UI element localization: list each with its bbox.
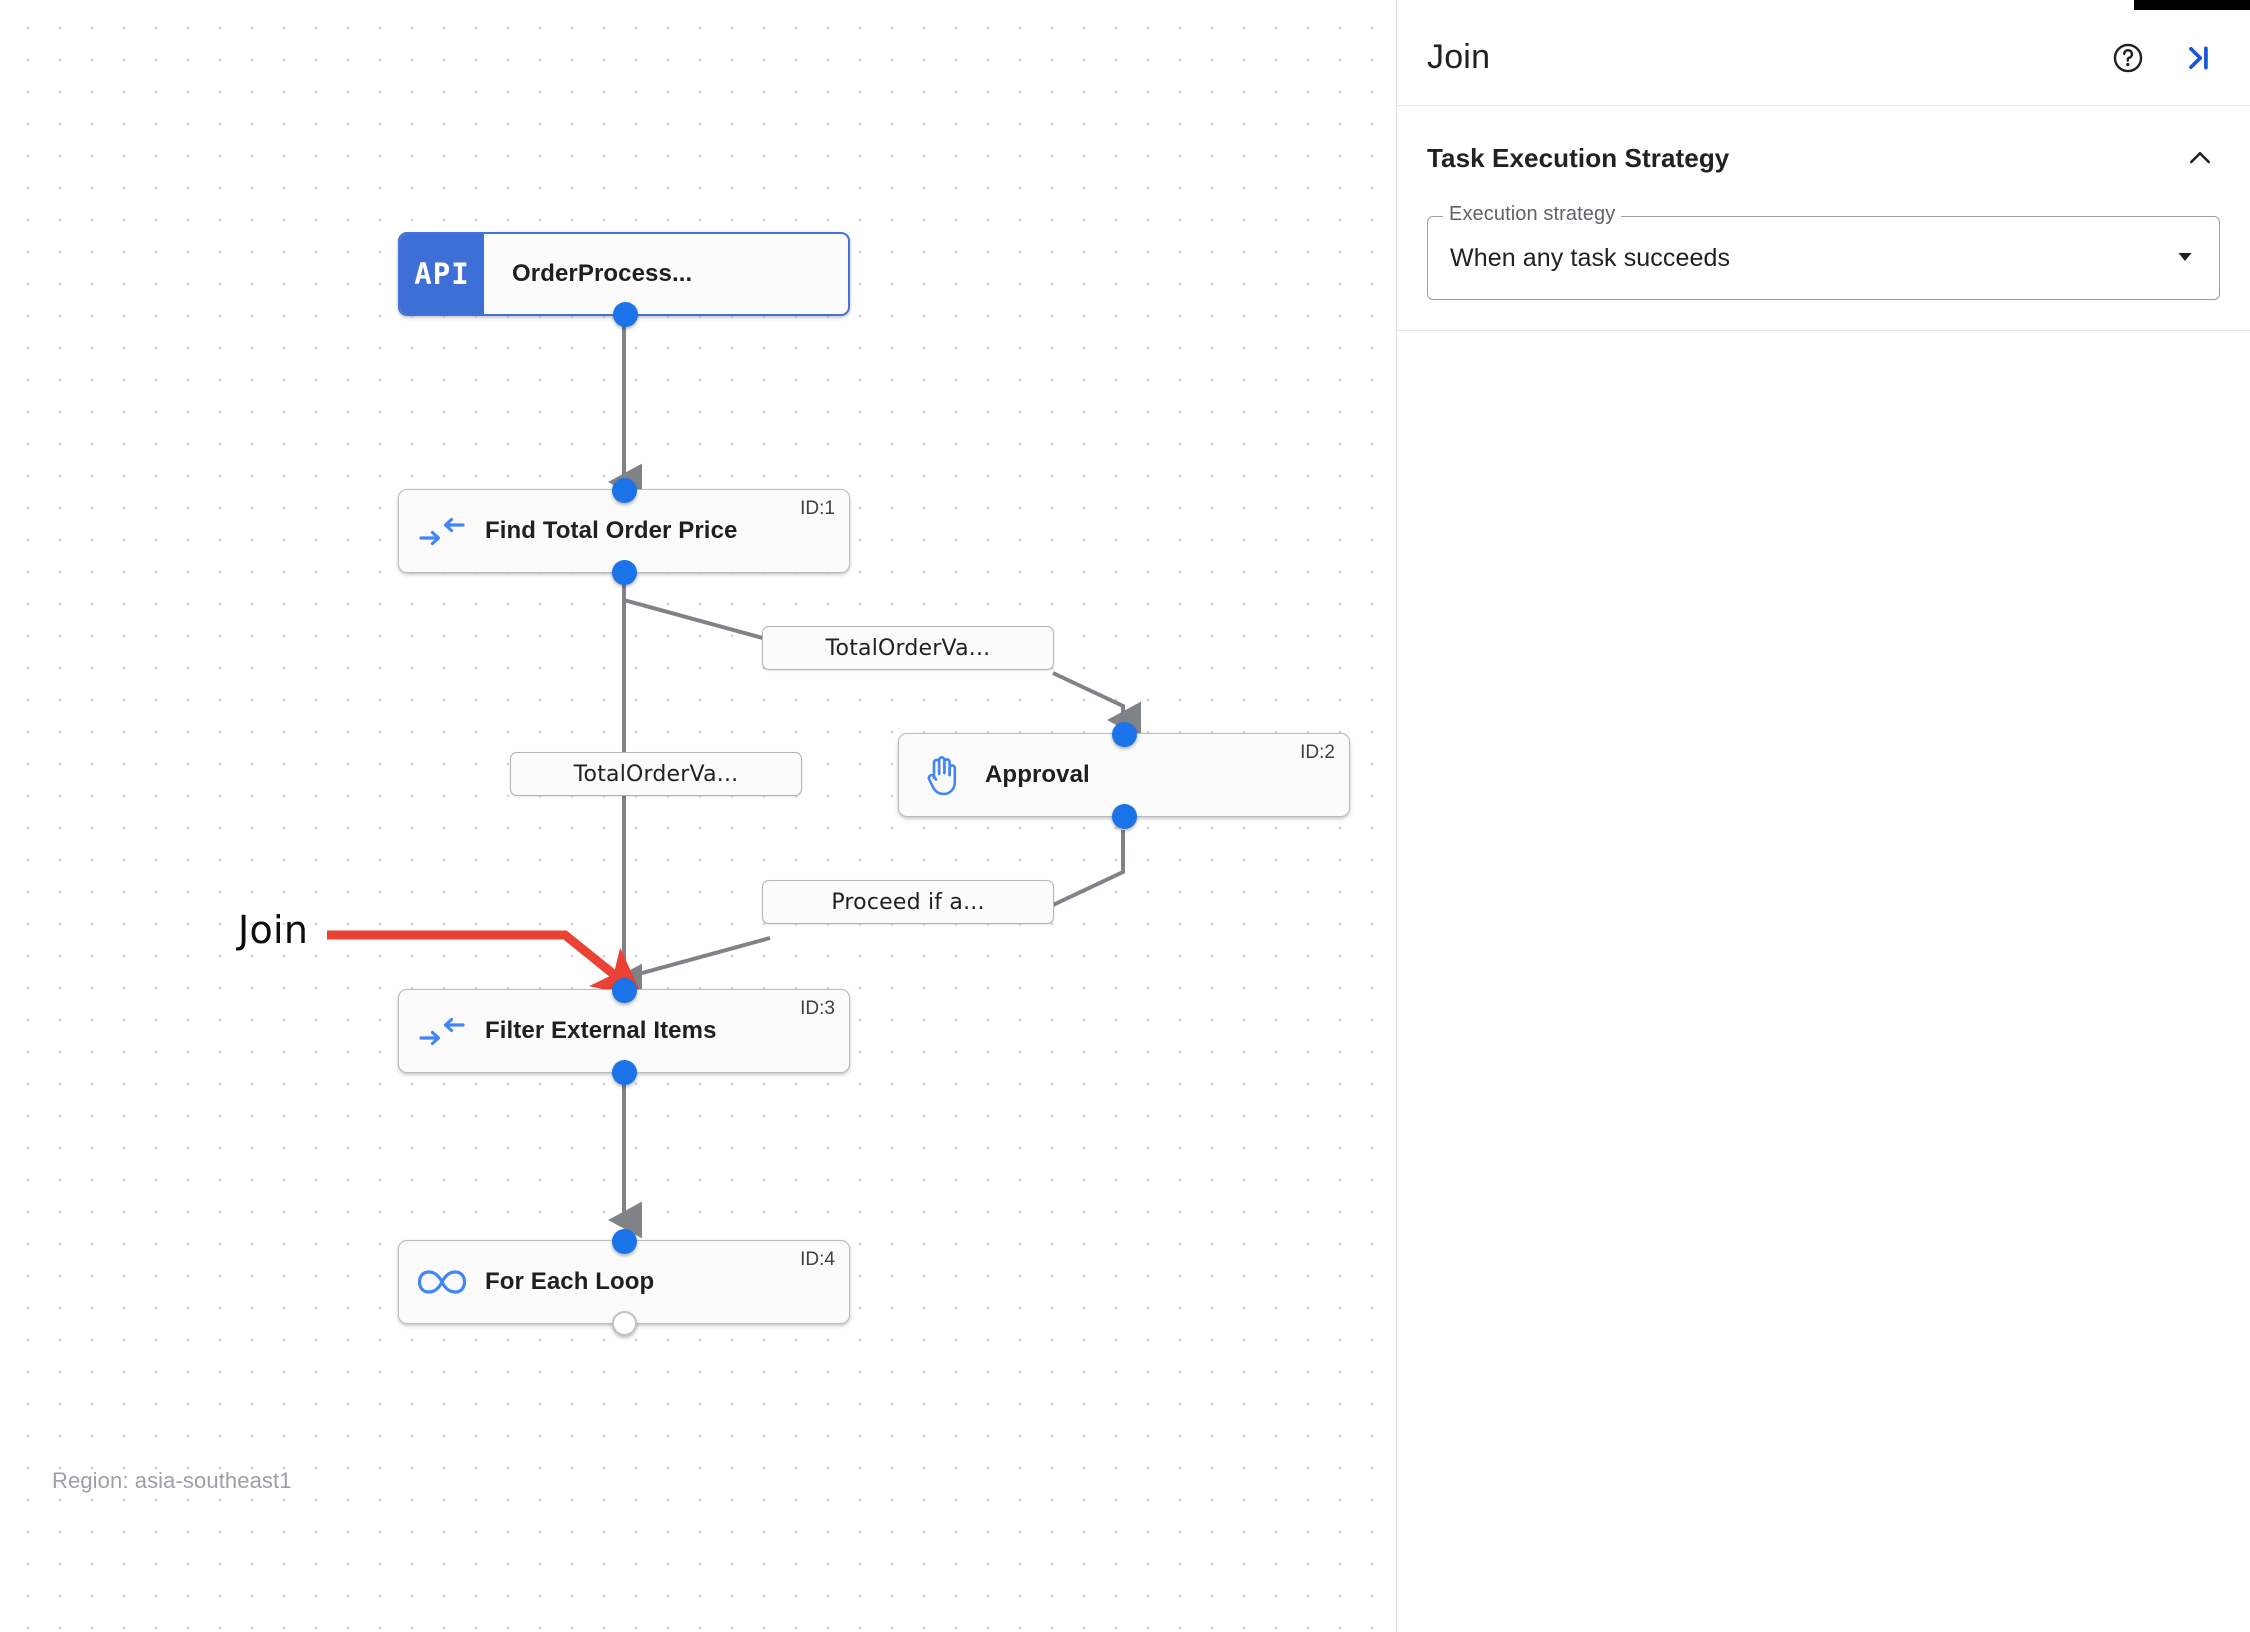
- browser-chrome-strip: [2134, 0, 2250, 10]
- panel-top-spacer: [1397, 0, 2250, 10]
- node-output-connector[interactable]: [613, 302, 638, 327]
- collapse-panel-icon[interactable]: [2172, 32, 2224, 84]
- edge-label-proceed-if-approved[interactable]: Proceed if a...: [762, 880, 1054, 924]
- node-id-badge: ID:1: [800, 498, 835, 519]
- edge-task1-label1: [622, 573, 771, 642]
- node-input-connector[interactable]: [612, 978, 637, 1003]
- node-title: OrderProcess...: [512, 260, 693, 287]
- node-approval[interactable]: Approval ID:2: [898, 722, 1350, 829]
- panel-header: Join: [1397, 10, 2250, 106]
- edge-label3-task3: [623, 936, 771, 980]
- merge-arrows-icon: [399, 1016, 485, 1046]
- section-header[interactable]: Task Execution Strategy: [1427, 138, 2220, 178]
- annotation-label: Join: [238, 908, 309, 952]
- node-filter-external-items[interactable]: Filter External Items ID:3: [398, 978, 850, 1085]
- infinity-loop-icon: [399, 1268, 485, 1296]
- node-output-connector[interactable]: [1112, 804, 1137, 829]
- node-id-badge: ID:2: [1300, 742, 1335, 763]
- hand-raised-icon: [899, 754, 985, 796]
- node-for-each-loop[interactable]: For Each Loop ID:4: [398, 1229, 850, 1336]
- edge-label-total-order-value-branch[interactable]: TotalOrderVa...: [762, 626, 1054, 670]
- node-order-process-trigger[interactable]: API OrderProcess...: [398, 232, 850, 327]
- node-output-connector[interactable]: [612, 560, 637, 585]
- node-find-total-order-price[interactable]: Find Total Order Price ID:1: [398, 478, 850, 585]
- node-id-badge: ID:4: [800, 1249, 835, 1270]
- edge-task2-label3: [1052, 830, 1125, 907]
- node-input-connector[interactable]: [612, 478, 637, 503]
- merge-arrows-icon: [399, 516, 485, 546]
- caret-down-icon[interactable]: [2173, 244, 2197, 272]
- help-circle-icon[interactable]: [2102, 32, 2154, 84]
- edge-label-total-order-value-main[interactable]: TotalOrderVa...: [510, 752, 802, 796]
- node-output-connector[interactable]: [612, 1060, 637, 1085]
- chevron-up-icon[interactable]: [2180, 138, 2220, 178]
- node-id-badge: ID:3: [800, 998, 835, 1019]
- execution-strategy-field: Execution strategy When any task succeed…: [1427, 203, 2220, 300]
- node-title: Find Total Order Price: [485, 517, 738, 544]
- node-loop-output-connector[interactable]: [612, 1311, 637, 1336]
- execution-strategy-label: Execution strategy: [1443, 203, 1622, 226]
- region-label: Region: asia-southeast1: [52, 1468, 292, 1493]
- panel-title: Join: [1427, 38, 1491, 76]
- node-title: For Each Loop: [485, 1268, 655, 1295]
- section-task-execution-strategy: Task Execution Strategy Execution strate…: [1397, 106, 2250, 331]
- annotation-arrow: [327, 930, 644, 998]
- section-title: Task Execution Strategy: [1427, 142, 1730, 173]
- api-badge-icon: API: [400, 234, 484, 314]
- edge-label1-task2: [1052, 671, 1141, 739]
- node-input-connector[interactable]: [612, 1229, 637, 1254]
- execution-strategy-value: When any task succeeds: [1450, 243, 1731, 272]
- node-title: Approval: [985, 761, 1090, 788]
- workflow-canvas[interactable]: Join API OrderProcess... Find Total Orde…: [0, 0, 1396, 1632]
- node-input-connector[interactable]: [1112, 722, 1137, 747]
- execution-strategy-select[interactable]: When any task succeeds: [1427, 216, 2220, 300]
- properties-panel: Join Task Execution Strategy: [1396, 0, 2250, 1632]
- node-title: Filter External Items: [485, 1017, 717, 1044]
